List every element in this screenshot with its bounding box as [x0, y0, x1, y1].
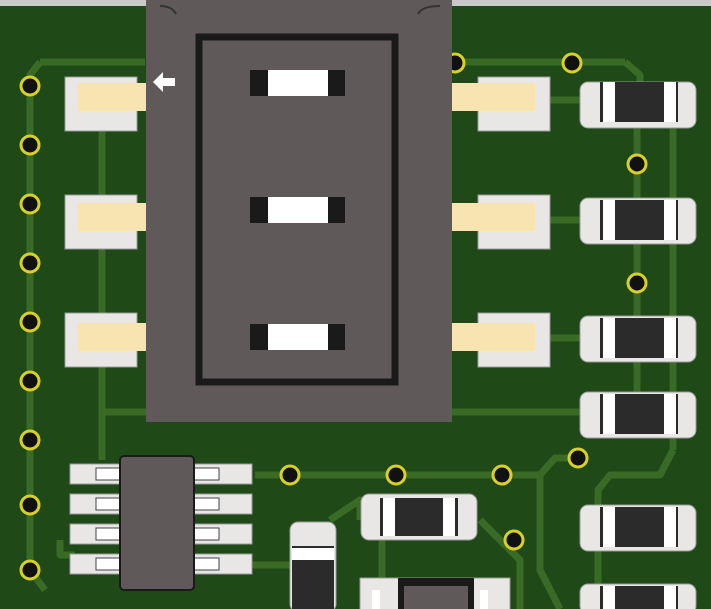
trace-bottom-mid [328, 496, 364, 523]
ic-bottom-partial [359, 577, 511, 609]
pin [450, 203, 535, 231]
via [491, 464, 513, 486]
via [19, 559, 41, 581]
pin [78, 83, 148, 111]
switch-slider-1 [250, 70, 345, 96]
ic-body [119, 455, 195, 591]
via [19, 252, 41, 274]
via [279, 464, 301, 486]
trace-bottom-right [477, 517, 524, 609]
diode-d1 [289, 521, 337, 609]
resistor-r5 [579, 504, 697, 552]
via [19, 494, 41, 516]
switch-slider-3 [250, 324, 345, 350]
via [19, 370, 41, 392]
pin [78, 203, 148, 231]
ic-soic8 [69, 455, 253, 591]
resistor-r3 [579, 315, 697, 363]
via [385, 464, 407, 486]
vias-left [19, 75, 41, 581]
via [19, 429, 41, 451]
slide-switch [146, 0, 452, 422]
resistor-r1 [579, 81, 697, 129]
via [19, 75, 41, 97]
trace-down [536, 475, 564, 609]
via [503, 529, 525, 551]
via [567, 447, 589, 469]
pin [450, 323, 535, 351]
via [626, 272, 648, 294]
via [19, 134, 41, 156]
pin [78, 323, 148, 351]
switch-notch-right [417, 5, 441, 15]
resistor-r7 [360, 493, 478, 541]
via [626, 153, 648, 175]
via [561, 52, 583, 74]
switch-pads-right [450, 76, 551, 368]
resistor-r4 [579, 391, 697, 439]
arrow-left-icon [153, 72, 175, 92]
via [19, 193, 41, 215]
switch-slider-2 [250, 197, 345, 223]
switch-frame [195, 33, 399, 386]
resistor-r6 [579, 583, 697, 609]
pin [450, 83, 535, 111]
switch-notch-left [159, 5, 177, 15]
switch-pads-left [64, 76, 148, 368]
via [19, 311, 41, 333]
resistor-r2 [579, 197, 697, 245]
vias-other [279, 52, 648, 551]
